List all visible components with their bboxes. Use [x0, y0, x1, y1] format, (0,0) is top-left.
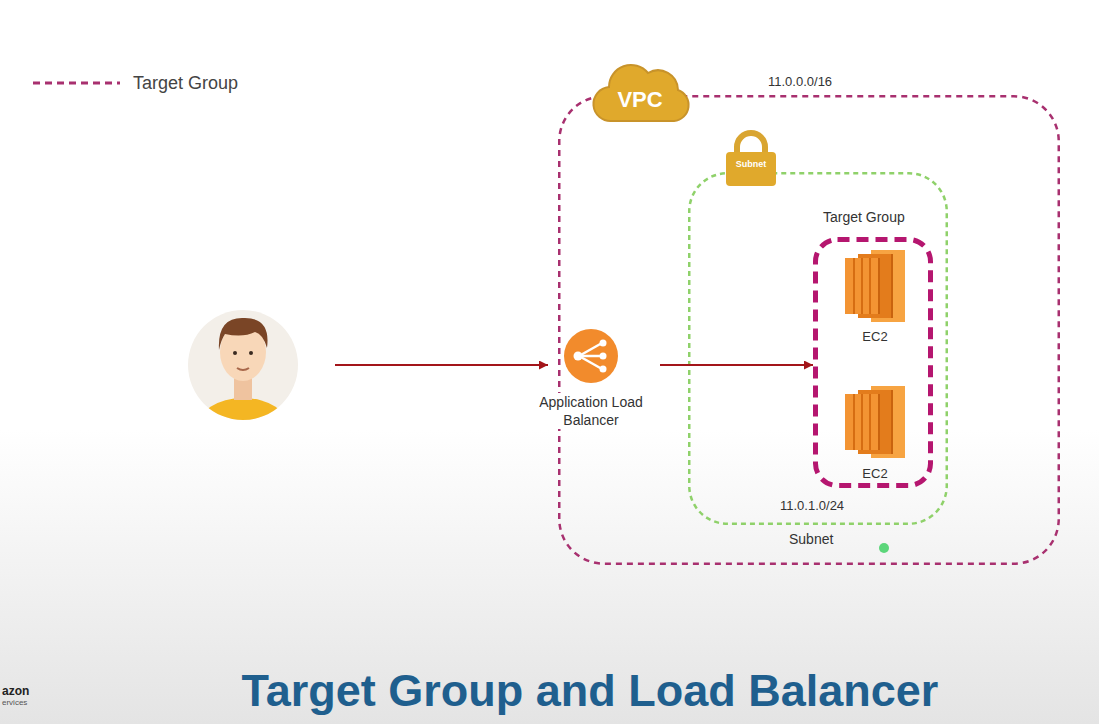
dashed-outline — [559, 96, 1059, 564]
vpc-cloud-icon — [593, 65, 688, 121]
flow-arrow — [660, 364, 813, 366]
legend-sample — [33, 82, 120, 85]
request-arrow — [335, 364, 548, 366]
cidr-label: 11.0.0.0/16 — [768, 74, 832, 90]
ec2-instance: EC2 — [835, 245, 917, 348]
target-group-box: Target GroupEC2EC2 — [813, 237, 933, 488]
load-balancer-label: Application Load Balancer — [524, 393, 658, 429]
watermark-text: azon — [2, 684, 29, 698]
subnet-label: Subnet — [789, 531, 833, 548]
ec2-label: EC2 — [835, 329, 915, 345]
legend-text: Target Group — [133, 72, 238, 94]
ec2-icon — [845, 386, 905, 458]
subnet-region: Subnet11.0.1.0/24SubnetTarget GroupEC2EC… — [688, 172, 948, 525]
slide-title: Target Group and Load Balancer — [90, 664, 1090, 718]
region-outline — [688, 172, 948, 525]
subnet-icon-label: Subnet — [726, 158, 776, 170]
load-balancer-icon — [564, 329, 618, 383]
vpc-label: VPC — [598, 87, 682, 113]
dashed-outline — [689, 173, 947, 524]
ec2-label: EC2 — [835, 466, 915, 482]
dashed-outline — [816, 240, 931, 486]
watermark-text: ervices — [2, 698, 27, 708]
load-balancer: Application Load Balancer — [524, 327, 660, 435]
region-outline — [558, 95, 1060, 565]
status-dot — [879, 543, 889, 553]
ec2-instance: EC2 — [835, 382, 917, 485]
vpc-region: VPC11.0.0.0/16Application Load BalancerS… — [558, 95, 1060, 565]
cidr-label: 11.0.1.0/24 — [780, 498, 844, 514]
user-avatar — [188, 310, 298, 458]
subnet-lock-icon — [726, 133, 776, 186]
target-group-label: Target Group — [823, 209, 905, 226]
ec2-icon — [845, 250, 905, 322]
region-outline — [813, 237, 933, 488]
